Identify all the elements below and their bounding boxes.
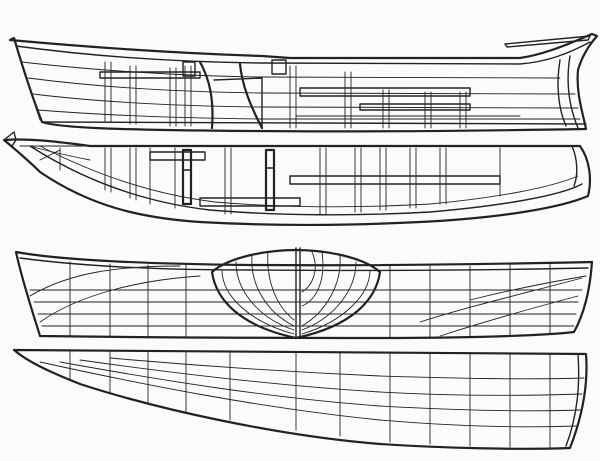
plan-frame <box>129 147 137 201</box>
half-breadth-waterline <box>39 361 577 428</box>
lines-sheer <box>19 257 589 272</box>
profile-frame <box>104 61 112 123</box>
profile-stem-knee <box>15 45 41 121</box>
profile-frame <box>129 65 137 125</box>
profile-thwart <box>99 71 201 79</box>
profile-thwart-bulkhead <box>198 60 264 130</box>
lines-buttock <box>29 265 181 297</box>
profile-thwart <box>359 103 471 111</box>
lines-buttock <box>419 277 583 323</box>
body-plan-section <box>267 251 295 321</box>
plan-inner-gunwale <box>29 145 583 216</box>
plan-frames <box>59 147 501 215</box>
profile-plank-line <box>27 77 576 95</box>
plan-frame <box>379 147 387 211</box>
body-plan-section <box>251 255 295 327</box>
interior-construction-profile <box>8 32 599 133</box>
half-breadth-transom <box>565 353 580 447</box>
body-plan-section <box>235 261 295 331</box>
plan-breasthook <box>29 145 91 161</box>
profile-oarlock <box>271 59 287 75</box>
body-plan-section <box>301 261 357 331</box>
lines-buttock <box>39 275 201 323</box>
lines-half-breadth-plan <box>12 348 588 450</box>
half-breadth-stations <box>69 350 551 449</box>
plan-transom <box>571 145 578 187</box>
plan-frame <box>224 147 232 215</box>
plan-inner-gunwale <box>39 145 579 208</box>
plan-mast-post <box>181 148 193 206</box>
body-plan-section <box>301 251 316 293</box>
plan-hull-outline <box>2 138 591 227</box>
lines-profile-outline <box>14 250 594 340</box>
body-plan-section <box>301 269 371 335</box>
profile-centre-deck <box>213 77 263 129</box>
plan-thwart <box>289 175 501 185</box>
half-breadth-waterline <box>109 357 585 380</box>
profile-thwart <box>299 87 471 97</box>
plan-frame <box>319 147 327 215</box>
profile-sheer-line <box>15 41 591 65</box>
half-breadth-waterline <box>59 361 581 412</box>
profile-tiller <box>504 35 591 48</box>
body-plan-section <box>301 251 324 307</box>
profile-stern-post <box>557 59 567 127</box>
profile-stern-post <box>567 55 579 129</box>
profile-plank-line <box>37 109 581 120</box>
plan-frame <box>104 147 112 193</box>
profile-oarlock <box>182 61 196 77</box>
profile-frame <box>289 65 297 129</box>
body-plan <box>210 247 382 340</box>
body-plan-section <box>301 255 341 327</box>
plan-thwart <box>149 151 206 161</box>
half-breadth-waterline <box>79 359 583 396</box>
body-plan-outline <box>210 248 382 340</box>
profile-keel-line <box>41 121 587 125</box>
plan-frame <box>409 147 417 209</box>
profile-plank-line <box>32 93 579 109</box>
profile-frame <box>344 71 352 129</box>
interior-construction-plan <box>2 131 591 227</box>
plan-frame <box>354 147 362 213</box>
lines-buttock <box>439 295 579 337</box>
lines-profile-with-body-plan <box>14 247 594 340</box>
lines-stations <box>69 261 551 339</box>
plan-mast-post <box>264 148 276 212</box>
half-breadth-outline <box>12 348 588 450</box>
lines-buttock <box>469 275 587 301</box>
body-plan-section <box>221 269 295 335</box>
profile-hull-outline <box>8 32 599 133</box>
half-breadth-centreline <box>13 349 587 355</box>
plan-partner <box>182 167 275 171</box>
plan-stem-fitting <box>3 131 17 147</box>
